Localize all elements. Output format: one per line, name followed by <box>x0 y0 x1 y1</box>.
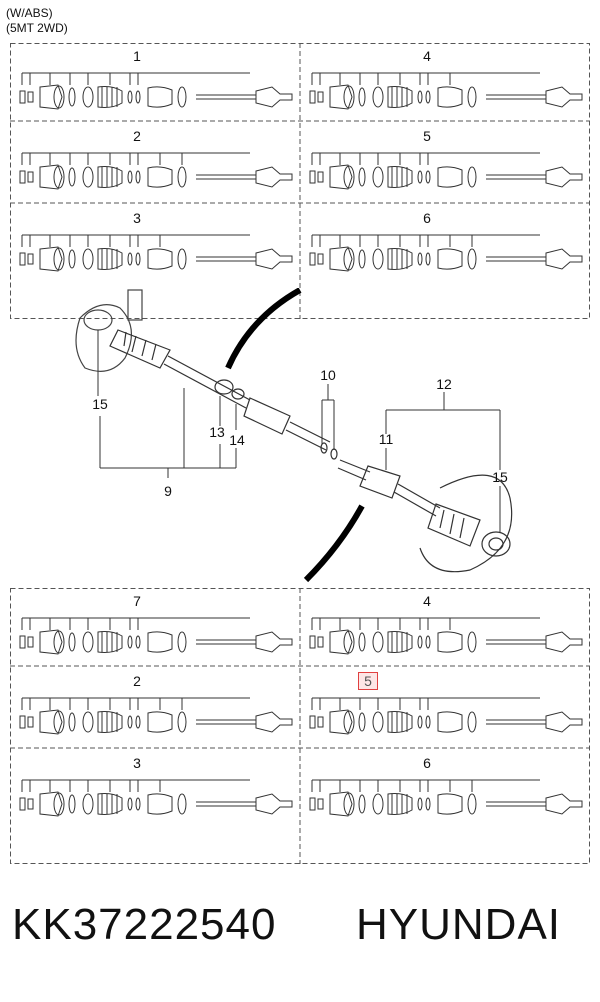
parts-group-2: 2 <box>10 668 300 760</box>
group-label-2: 2 <box>133 128 141 144</box>
parts-group-drawing <box>309 617 583 655</box>
bracket-lines <box>311 617 540 630</box>
shaft-assembly <box>309 246 583 272</box>
brand-name: HYUNDAI <box>356 900 562 949</box>
bracket-lines <box>21 617 250 630</box>
parts-group-drawing <box>309 697 583 735</box>
parts-group-4: 4 <box>300 43 590 135</box>
shaft-assembly <box>19 791 293 817</box>
parts-group-1: 1 <box>10 43 300 135</box>
parts-group-drawing <box>309 72 583 110</box>
exploded-driveshaft-view: 15 13 14 9 10 12 11 15 <box>0 287 600 588</box>
parts-group-7: 7 <box>10 588 300 680</box>
parts-group-4: 4 <box>300 588 590 680</box>
bracket-lines <box>311 779 540 792</box>
cut-line-upper <box>225 287 302 370</box>
right-shaft <box>337 459 513 573</box>
callout-10: 10 <box>320 367 336 383</box>
group-label-3: 3 <box>133 755 141 771</box>
header-variant-transmission: (5MT 2WD) <box>6 21 68 35</box>
parts-group-6: 6 <box>300 205 590 297</box>
group-label-3: 3 <box>133 210 141 226</box>
group-label-4: 4 <box>423 48 431 64</box>
shaft-assembly <box>309 164 583 190</box>
top-parts-panel: 1 4 2 5 3 6 <box>10 43 590 319</box>
callout-15-left: 15 <box>92 396 108 412</box>
group-label-4: 4 <box>423 593 431 609</box>
parts-group-5: 5 <box>300 668 590 760</box>
parts-group-drawing <box>19 617 293 655</box>
parts-group-drawing <box>309 779 583 817</box>
parts-group-3: 3 <box>10 205 300 297</box>
left-cv-joint <box>109 329 171 369</box>
bracket-lines <box>311 72 540 85</box>
shaft-assembly <box>19 629 293 655</box>
parts-group-drawing <box>19 152 293 190</box>
callout-13: 13 <box>209 424 225 440</box>
group-label-2: 2 <box>133 673 141 689</box>
group-label-6: 6 <box>423 755 431 771</box>
shaft-assembly <box>309 791 583 817</box>
callout-14: 14 <box>229 432 245 448</box>
parts-group-drawing <box>19 697 293 735</box>
group-label-5: 5 <box>423 128 431 144</box>
bracket-lines <box>311 697 540 710</box>
shaft-assembly <box>19 246 293 272</box>
bracket-lines <box>21 234 250 247</box>
shaft-assembly <box>309 709 583 735</box>
parts-group-drawing <box>19 779 293 817</box>
bottom-parts-panel: 7 4 2 5 3 6 <box>10 588 590 864</box>
panel-frame <box>10 43 590 319</box>
group-label-5: 5 <box>358 672 378 690</box>
bracket-lines <box>21 697 250 710</box>
shaft-assembly <box>309 84 583 110</box>
bracket-lines <box>311 152 540 165</box>
shaft-assembly <box>19 84 293 110</box>
main-shaft <box>163 355 331 451</box>
callout-15-right: 15 <box>492 469 508 485</box>
bracket-lines <box>21 152 250 165</box>
left-knuckle <box>75 289 143 372</box>
circlips <box>320 442 338 460</box>
parts-group-drawing <box>19 72 293 110</box>
shaft-assembly <box>19 164 293 190</box>
callout-9: 9 <box>164 483 172 499</box>
parts-group-2: 2 <box>10 123 300 215</box>
parts-group-drawing <box>19 234 293 272</box>
group-label-7: 7 <box>133 593 141 609</box>
callout-12: 12 <box>436 376 452 392</box>
panel-frame <box>10 588 590 864</box>
driveshaft-drawing <box>75 287 513 583</box>
parts-group-drawing <box>309 152 583 190</box>
bracket-lines <box>21 779 250 792</box>
part-number: KK37222540 <box>12 900 277 949</box>
parts-group-drawing <box>309 234 583 272</box>
bracket-lines <box>311 234 540 247</box>
group-label-1: 1 <box>133 48 141 64</box>
leader-lines <box>97 330 501 532</box>
parts-group-5: 5 <box>300 123 590 215</box>
shaft-assembly <box>309 629 583 655</box>
bracket-lines <box>21 72 250 85</box>
parts-group-3: 3 <box>10 750 300 842</box>
parts-group-6: 6 <box>300 750 590 842</box>
cut-line-lower <box>303 504 365 583</box>
group-label-6: 6 <box>423 210 431 226</box>
header-variant-abs: (W/ABS) <box>6 6 53 20</box>
callout-11: 11 <box>378 431 394 447</box>
shaft-assembly <box>19 709 293 735</box>
